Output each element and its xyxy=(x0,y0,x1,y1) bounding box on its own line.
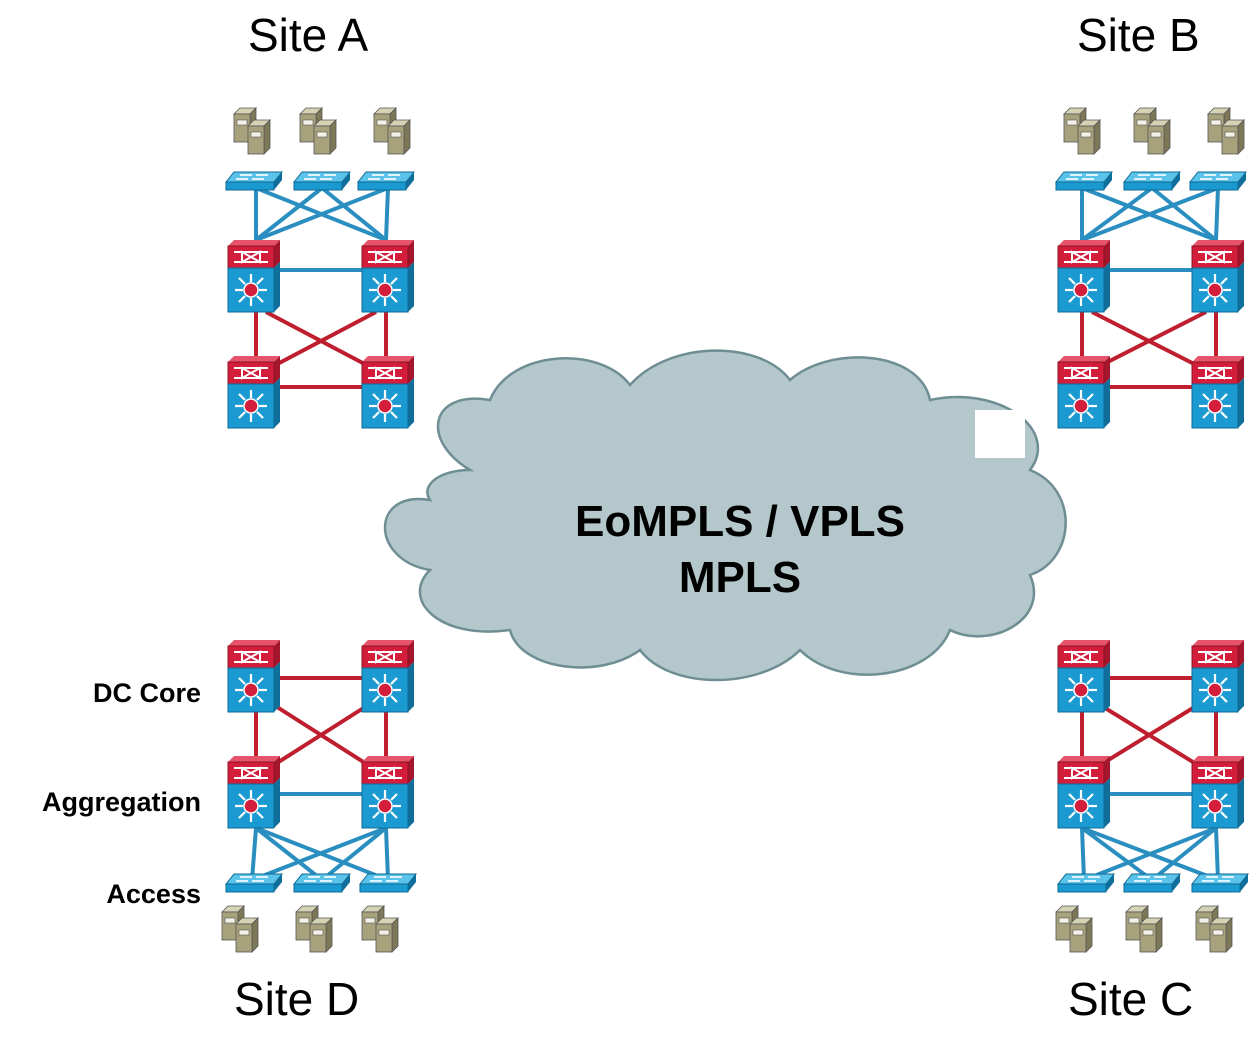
mpls-cloud xyxy=(383,349,1067,682)
site-a-topology xyxy=(225,107,416,430)
site-a-label: Site A xyxy=(248,9,369,61)
site-b-label: Site B xyxy=(1077,9,1200,61)
site-c-topology xyxy=(1055,638,1249,953)
layer-label-aggregation: Aggregation xyxy=(42,787,201,817)
site-d-label: Site D xyxy=(234,973,360,1025)
site-d-topology xyxy=(221,638,417,953)
layer-label-dc-core: DC Core xyxy=(92,678,201,708)
site-c-label: Site C xyxy=(1068,973,1194,1025)
cloud-title-line2: MPLS xyxy=(678,553,802,602)
site-b-topology xyxy=(1055,107,1247,430)
layer-label-access: Access xyxy=(106,879,201,909)
cloud-title-line1: EoMPLS / VPLS xyxy=(574,497,906,546)
